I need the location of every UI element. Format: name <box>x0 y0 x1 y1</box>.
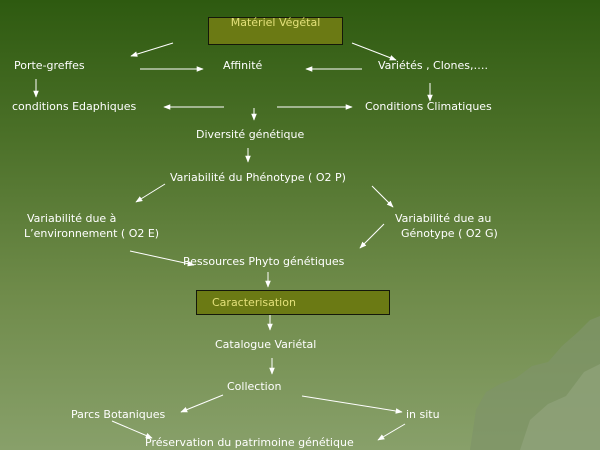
caracterisation-label: Caracterisation <box>212 296 296 309</box>
parcs-botaniques-label: Parcs Botaniques <box>71 408 166 421</box>
collection-label: Collection <box>227 380 282 393</box>
arrow-phenotype-to-geno <box>371 185 394 208</box>
in-situ-label: in situ <box>406 408 440 421</box>
variabilite-geno-line1: Variabilité due au <box>395 212 492 225</box>
arrow-materiel-to-porte-greffes <box>130 42 174 57</box>
variabilite-env-line1: Variabilité due à <box>27 212 117 225</box>
arrow-in-situ-to-preservation <box>377 423 406 441</box>
conditions-climatiques-label: Conditions Climatiques <box>365 100 492 113</box>
variabilite-phenotype-label: Variabilité du Phénotype ( O2 P) <box>170 171 346 184</box>
variabilite-env-line2: L’environnement ( O2 E) <box>24 227 160 240</box>
varietes-clones-label: Variétés , Clones,…. <box>378 59 488 72</box>
conditions-edaphiques-label: conditions Edaphiques <box>12 100 137 113</box>
affinite-label: Affinité <box>223 59 263 72</box>
arrow-phenotype-to-env <box>135 183 166 203</box>
arrow-env-to-ressources <box>129 250 195 267</box>
arrow-materiel-to-varietes <box>351 42 397 61</box>
diversite-genetique-label: Diversité génétique <box>196 128 305 141</box>
variabilite-geno-line2: Génotype ( O2 G) <box>401 227 498 240</box>
materiel-vegetal-label: Matériel Végétal <box>230 16 321 29</box>
preservation-label: Préservation du patrimoine génétique <box>145 436 354 449</box>
arrow-collection-to-parcs <box>180 394 224 413</box>
catalogue-varietal-label: Catalogue Variétal <box>215 338 317 351</box>
caracterisation-box: Caracterisation <box>196 290 390 315</box>
materiel-vegetal-box: Matériel Végétal <box>208 17 343 45</box>
porte-greffes-label: Porte-greffes <box>14 59 85 72</box>
ressources-phyto-label: Ressources Phyto génétiques <box>183 255 345 268</box>
arrow-geno-to-ressources <box>359 223 385 249</box>
arrow-parcs-to-preservation <box>111 420 153 439</box>
arrow-collection-to-in-situ <box>301 395 403 414</box>
